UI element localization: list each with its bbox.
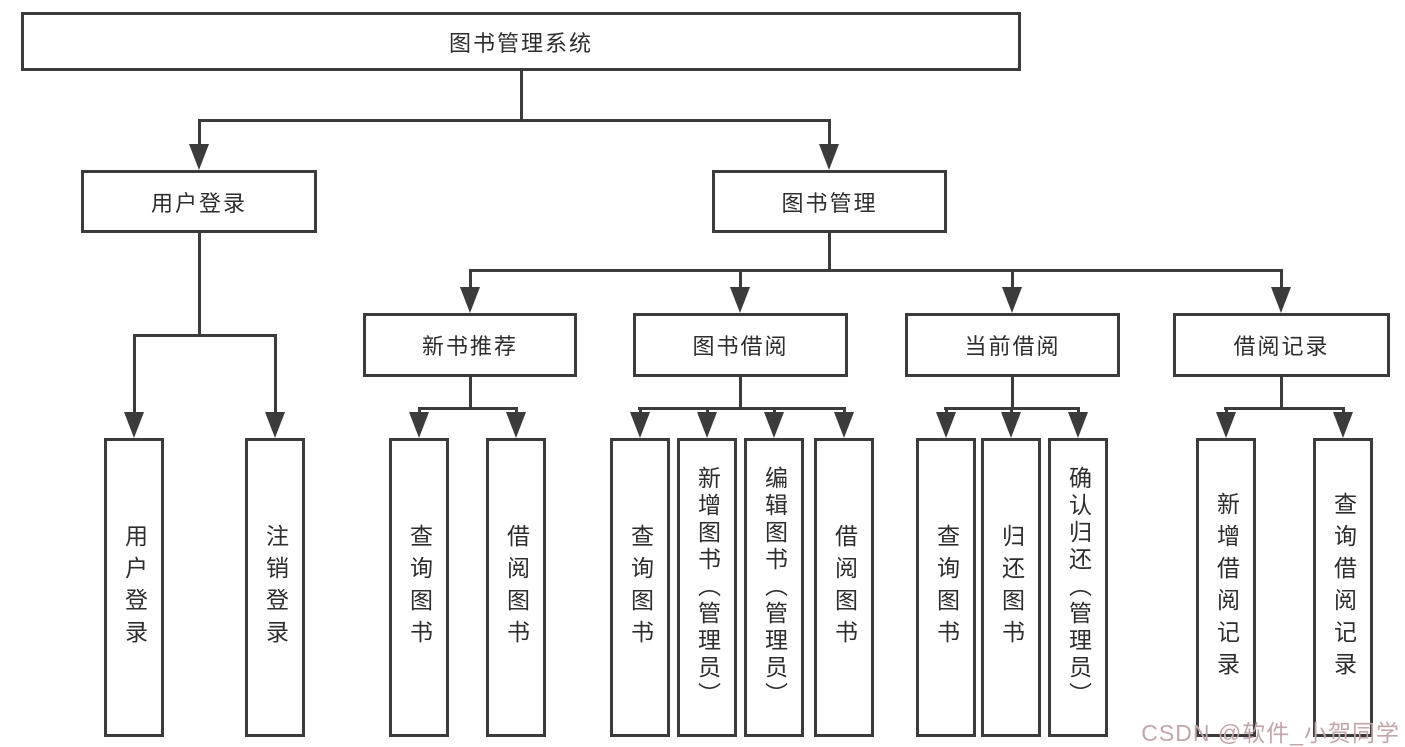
leaf-label: 借阅图书 xyxy=(831,523,858,652)
leaf-label: 编辑图书（管理员） xyxy=(761,466,788,709)
arrow-down-icon xyxy=(1216,412,1236,438)
connector-line xyxy=(418,407,518,410)
node-new-book-recommend: 新书推荐 xyxy=(363,313,577,377)
connector-line xyxy=(1011,377,1014,408)
arrow-down-icon xyxy=(189,144,209,170)
leaf-label: 查询图书 xyxy=(933,523,960,652)
connector-line xyxy=(198,119,831,122)
leaf-user-login: 用户登录 xyxy=(104,438,164,737)
node-label: 新书推荐 xyxy=(421,334,518,359)
node-book-management: 图书管理 xyxy=(712,170,947,233)
arrow-down-icon xyxy=(265,412,285,438)
leaf-query-books-borrow: 查询图书 xyxy=(610,438,670,737)
arrow-down-icon xyxy=(1001,412,1021,438)
connector-line xyxy=(133,335,136,414)
watermark: CSDN @软件_小贺同学 xyxy=(1141,720,1400,746)
arrow-down-icon xyxy=(1271,287,1291,313)
leaf-borrow-books-recommend: 借阅图书 xyxy=(486,438,546,737)
node-current-borrow: 当前借阅 xyxy=(905,313,1120,377)
leaf-query-books-current: 查询图书 xyxy=(916,438,976,737)
arrow-down-icon xyxy=(819,144,839,170)
node-label: 图书借阅 xyxy=(692,334,789,359)
node-borrow-records: 借阅记录 xyxy=(1173,313,1390,377)
leaf-label: 注销登录 xyxy=(262,523,289,652)
connector-line xyxy=(469,270,472,289)
arrow-down-icon xyxy=(1002,287,1022,313)
leaf-edit-book-admin: 编辑图书（管理员） xyxy=(744,438,804,737)
leaf-query-borrow-record: 查询借阅记录 xyxy=(1313,438,1373,737)
leaf-return-book: 归还图书 xyxy=(981,438,1041,737)
leaf-label: 查询借阅记录 xyxy=(1330,491,1357,684)
leaf-label: 查询图书 xyxy=(627,523,654,652)
node-label: 用户登录 xyxy=(150,190,247,216)
arrow-down-icon xyxy=(1333,412,1353,438)
connector-line xyxy=(739,377,742,408)
connector-line xyxy=(520,71,523,121)
leaf-label: 确认归还（管理员） xyxy=(1065,466,1092,709)
arrow-down-icon xyxy=(460,287,480,313)
connector-line xyxy=(944,407,1080,410)
arrow-down-icon xyxy=(764,412,784,438)
leaf-add-book-admin: 新增图书（管理员） xyxy=(677,438,737,737)
node-root-label: 图书管理系统 xyxy=(448,30,593,56)
leaf-label: 借阅图书 xyxy=(503,523,530,652)
arrow-down-icon xyxy=(834,412,854,438)
leaf-label: 归还图书 xyxy=(998,523,1025,652)
arrow-down-icon xyxy=(630,412,650,438)
connector-line xyxy=(739,270,742,289)
connector-line xyxy=(198,233,201,336)
leaf-query-books-recommend: 查询图书 xyxy=(389,438,449,737)
arrow-down-icon xyxy=(697,412,717,438)
arrow-down-icon xyxy=(124,412,144,438)
connector-line xyxy=(1280,270,1283,289)
arrow-down-icon xyxy=(506,412,526,438)
connector-line xyxy=(638,407,846,410)
arrow-down-icon xyxy=(1068,412,1088,438)
leaf-label: 新增借阅记录 xyxy=(1213,491,1240,684)
leaf-label: 用户登录 xyxy=(121,523,148,652)
node-root: 图书管理系统 xyxy=(21,12,1021,71)
leaf-add-borrow-record: 新增借阅记录 xyxy=(1196,438,1256,737)
node-label: 图书管理 xyxy=(781,190,878,216)
connector-line xyxy=(198,120,201,146)
connector-line xyxy=(133,334,277,337)
arrow-down-icon xyxy=(936,412,956,438)
arrow-down-icon xyxy=(730,287,750,313)
node-label: 借阅记录 xyxy=(1233,334,1330,359)
node-book-borrow: 图书借阅 xyxy=(633,313,848,377)
leaf-label: 查询图书 xyxy=(406,523,433,652)
connector-line xyxy=(828,120,831,146)
leaf-borrow-books: 借阅图书 xyxy=(814,438,874,737)
leaf-logout: 注销登录 xyxy=(245,438,305,737)
connector-line xyxy=(828,233,831,272)
connector-line xyxy=(469,377,472,408)
connector-line xyxy=(1224,407,1345,410)
node-label: 当前借阅 xyxy=(964,334,1061,359)
connector-line xyxy=(1280,377,1283,408)
connector-line xyxy=(274,335,277,414)
leaf-confirm-return-admin: 确认归还（管理员） xyxy=(1048,438,1108,737)
leaf-label: 新增图书（管理员） xyxy=(694,466,721,709)
connector-line xyxy=(1011,270,1014,289)
connector-line xyxy=(469,269,1283,272)
arrow-down-icon xyxy=(409,412,429,438)
node-user-login: 用户登录 xyxy=(81,170,317,233)
